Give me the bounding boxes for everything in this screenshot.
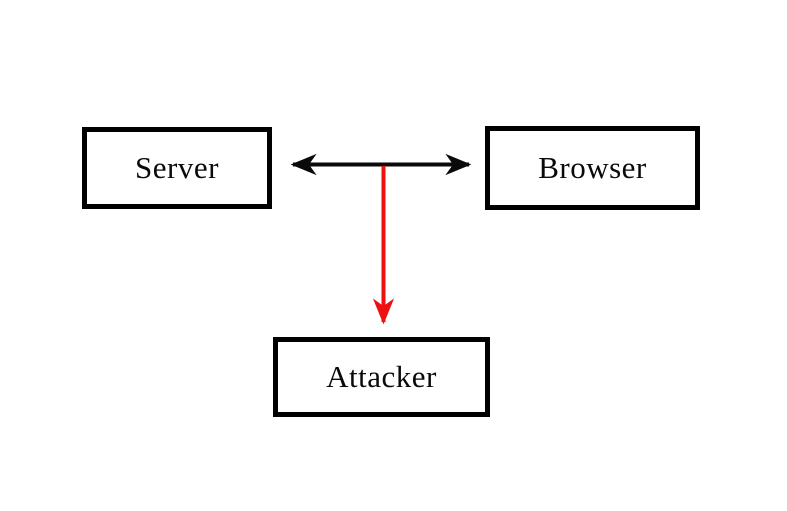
node-browser-label: Browser — [538, 149, 647, 185]
node-browser: Browser — [485, 126, 700, 210]
node-server: Server — [82, 127, 272, 209]
node-server-label: Server — [135, 149, 219, 185]
node-attacker-label: Attacker — [326, 358, 437, 394]
node-attacker: Attacker — [273, 337, 490, 417]
